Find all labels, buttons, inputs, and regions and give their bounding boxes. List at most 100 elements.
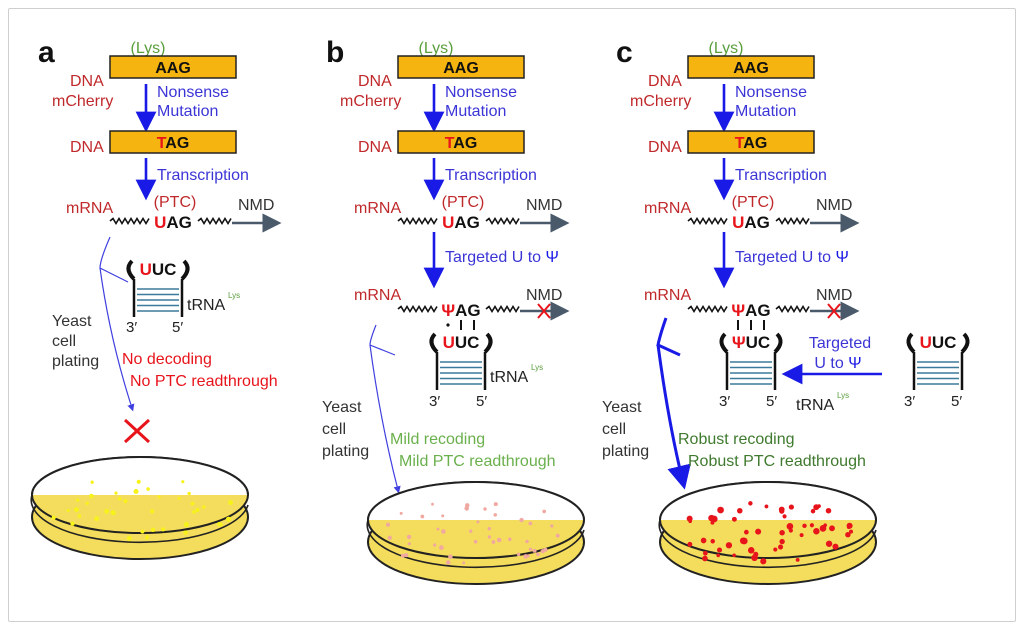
outcome-label: Mild recoding [390, 431, 485, 448]
mrna-label: mRNA [354, 287, 401, 304]
mrna-strand [687, 216, 728, 226]
plating-label: Yeast [322, 399, 362, 416]
colony [846, 522, 853, 529]
ptc-label: (PTC) [732, 194, 775, 211]
plating-label: cell [52, 333, 76, 350]
colony [528, 547, 533, 551]
targeted-label: Targeted U to Ψ [735, 249, 849, 266]
colony [686, 515, 693, 522]
colony [140, 529, 145, 534]
plating-label: plating [52, 353, 99, 370]
colony [399, 511, 403, 515]
plating-arrow [99, 236, 132, 408]
stop-codon-text: UAG [154, 213, 192, 232]
colony [110, 510, 116, 516]
trna-loop-left [719, 332, 729, 354]
colony [157, 495, 161, 499]
colony [493, 513, 497, 517]
mrna-strand [109, 216, 150, 226]
dna-label: DNA [70, 73, 104, 90]
five-prime-label: 5′ [766, 393, 777, 410]
dna-codon-text: AAG [155, 60, 191, 77]
dna-label: DNA [358, 139, 392, 156]
colony [400, 553, 405, 558]
five-prime-label: 5′ [951, 393, 962, 410]
lys-label: (Lys) [419, 40, 454, 57]
mutant-codon-box [687, 130, 815, 154]
nmd-blocked-x-icon [827, 303, 841, 319]
colony [710, 515, 718, 523]
mrna-label: mRNA [644, 287, 691, 304]
colony [114, 491, 118, 495]
colony [773, 547, 778, 552]
mutation-label: Mutation [735, 103, 796, 120]
colony [51, 515, 56, 520]
colony [439, 545, 444, 550]
colony [795, 557, 800, 562]
plating-label: Yeast [602, 399, 642, 416]
mrna-strand [397, 304, 438, 314]
colony [536, 552, 540, 557]
transcription-label: Transcription [445, 167, 537, 184]
colony [407, 542, 411, 546]
mutant-codon-text: TAG [157, 135, 190, 152]
petri-dish-lid [659, 481, 877, 521]
colony [190, 501, 195, 506]
trna-label: tRNA [490, 369, 529, 386]
dna-codon-text: AAG [443, 60, 479, 77]
colony [788, 504, 794, 510]
colony [496, 537, 502, 543]
colony [550, 524, 554, 528]
colony [126, 536, 132, 541]
trna-superscript: Lys [531, 363, 543, 372]
plating-label: cell [322, 421, 346, 438]
colony [441, 514, 445, 518]
mrna-strand [485, 304, 520, 314]
dna-label: DNA [70, 139, 104, 156]
colony [543, 547, 548, 552]
colony [777, 544, 784, 550]
colony [802, 523, 807, 529]
colony [825, 507, 832, 514]
petri-dish-rim [658, 519, 877, 569]
colony [66, 508, 70, 513]
colony [732, 553, 736, 558]
colony [406, 534, 412, 540]
colony [448, 554, 453, 560]
colony [716, 553, 721, 558]
targeted-label: Targeted U to Ψ [445, 249, 559, 266]
colony [829, 525, 835, 532]
outcome-label: Robust recoding [678, 431, 795, 448]
outcome-label: No decoding [122, 351, 212, 368]
colony [70, 521, 75, 526]
colony [740, 537, 748, 545]
plating-arrow [369, 324, 398, 490]
outcome-label: Robust PTC readthrough [688, 453, 866, 470]
outcome-label: Mild PTC readthrough [399, 453, 556, 470]
trna-superscript: Lys [228, 291, 240, 300]
colony [825, 540, 833, 547]
nmd-label: NMD [238, 197, 274, 214]
colony [465, 503, 470, 508]
three-prime-label: 3′ [719, 393, 730, 410]
nmd-label: NMD [816, 197, 852, 214]
trna-loop-left [429, 332, 439, 354]
panel-letter: c [616, 36, 633, 69]
colony [94, 516, 99, 521]
colony [525, 539, 529, 544]
colony [508, 537, 512, 541]
colony [491, 540, 496, 544]
petri-dish-rim [30, 494, 249, 544]
colony [532, 548, 537, 553]
colony [161, 527, 166, 532]
colony [150, 509, 155, 514]
colony [516, 552, 521, 557]
ptc-label: (PTC) [154, 194, 197, 211]
mutant-codon-text: TAG [445, 135, 478, 152]
colony [764, 504, 769, 509]
pseudouridine-codon-text: ΨAG [731, 301, 770, 320]
colony [731, 516, 737, 522]
stop-codon-text: UAG [442, 213, 480, 232]
colony [528, 521, 533, 526]
nmd-label: NMD [526, 287, 562, 304]
